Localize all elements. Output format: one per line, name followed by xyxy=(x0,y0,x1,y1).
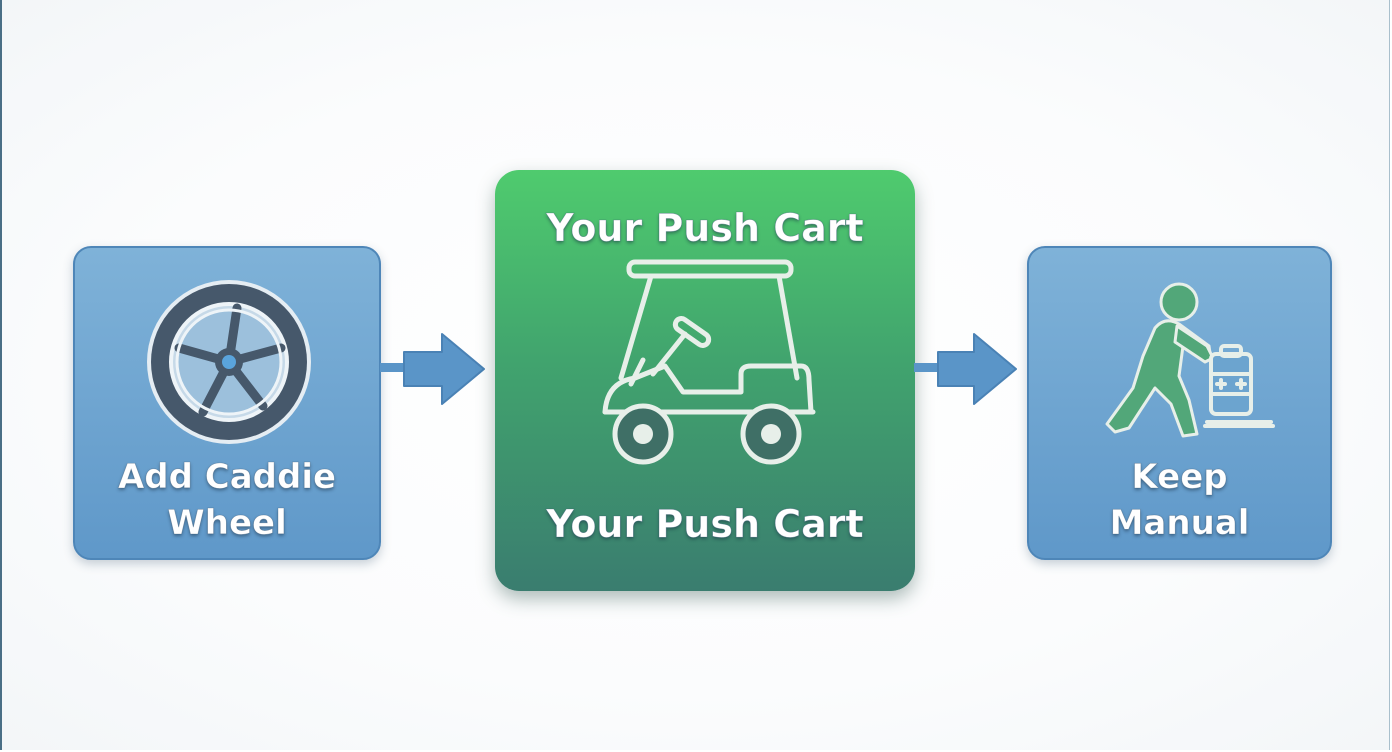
label-line-1: Keep xyxy=(1131,457,1228,498)
center-title-bottom: Your Push Cart xyxy=(546,502,864,547)
your-push-cart-card: Your Push Cart Your xyxy=(495,170,915,591)
keep-manual-card: Keep Manual xyxy=(1027,246,1332,560)
person-pushing-cart-icon xyxy=(1105,282,1275,438)
golf-cart-icon xyxy=(602,259,816,465)
arrow-right-icon xyxy=(914,333,1017,405)
arrow-right-icon xyxy=(380,333,485,405)
keep-manual-label: Keep Manual xyxy=(1029,454,1330,546)
add-caddie-wheel-card: Add Caddie Wheel xyxy=(73,246,381,560)
wheel-icon xyxy=(147,280,311,444)
add-caddie-wheel-label: Add Caddie Wheel xyxy=(75,454,379,546)
label-line-2: Manual xyxy=(1109,503,1250,544)
label-line-2: Wheel xyxy=(167,503,287,544)
center-title-top: Your Push Cart xyxy=(546,206,864,251)
label-line-1: Add Caddie xyxy=(117,457,337,498)
